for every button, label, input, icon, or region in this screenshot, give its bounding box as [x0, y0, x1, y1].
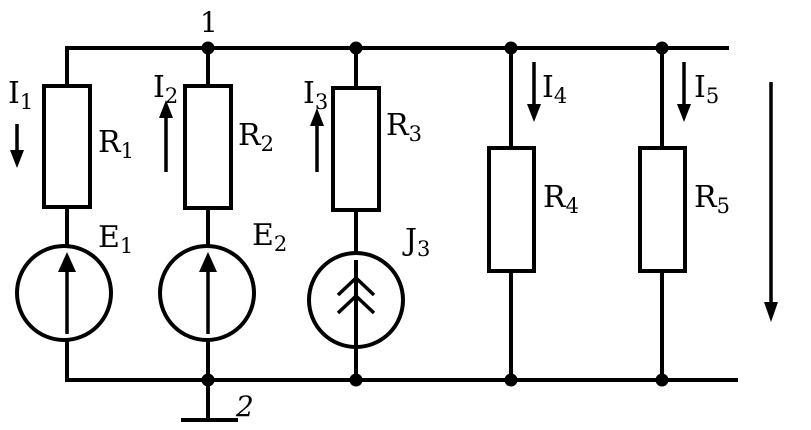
- label-e1: E1: [98, 220, 133, 258]
- i4-arrow-icon: [527, 62, 541, 122]
- resistor-r1: [42, 84, 92, 209]
- junction-dot: [504, 41, 518, 55]
- branch-1: [15, 46, 113, 382]
- label-r5: R5: [694, 180, 730, 218]
- junction-dot: [655, 41, 669, 55]
- junction-dot: [349, 41, 363, 55]
- e1-arrow-icon: [58, 252, 76, 272]
- voltage-arrow-icon: [764, 82, 778, 322]
- label-r1: R1: [98, 125, 134, 163]
- resistor-r4: [487, 146, 536, 273]
- resistor-r2: [183, 84, 233, 210]
- i1-arrow-icon: [10, 124, 24, 168]
- label-j3: J3: [402, 223, 430, 261]
- branch-2: [158, 46, 256, 382]
- junction-dot: [504, 373, 518, 387]
- junction-dot: [349, 373, 363, 387]
- i5-arrow-icon: [677, 62, 691, 122]
- resistor-r5: [638, 146, 687, 273]
- junction-dot: [655, 373, 669, 387]
- branch-3: [307, 46, 405, 382]
- label-i2: I2: [153, 70, 178, 108]
- e2-arrow-icon: [199, 252, 217, 272]
- junction-dot: [201, 41, 215, 55]
- label-r3: R3: [386, 108, 422, 146]
- i3-arrow-icon: [310, 108, 324, 172]
- node-2-label: 2: [235, 390, 254, 423]
- branch-4: [487, 46, 536, 382]
- ground-symbol: [181, 378, 238, 422]
- voltage-source-e1: [15, 244, 113, 342]
- resistor-r3: [331, 86, 381, 212]
- label-r4: R4: [543, 180, 579, 218]
- label-r2: R2: [238, 118, 274, 156]
- node-1-label: 1: [200, 6, 218, 39]
- label-e2: E2: [252, 218, 287, 256]
- label-i4: I4: [542, 70, 567, 108]
- branch-5: [638, 46, 687, 382]
- j3-double-chevron-icon: [336, 275, 376, 297]
- label-i3: I3: [303, 76, 328, 114]
- junction-dot: [201, 373, 215, 387]
- label-i5: I5: [694, 70, 719, 108]
- label-i1: I1: [8, 76, 33, 114]
- i2-arrow-icon: [159, 100, 173, 172]
